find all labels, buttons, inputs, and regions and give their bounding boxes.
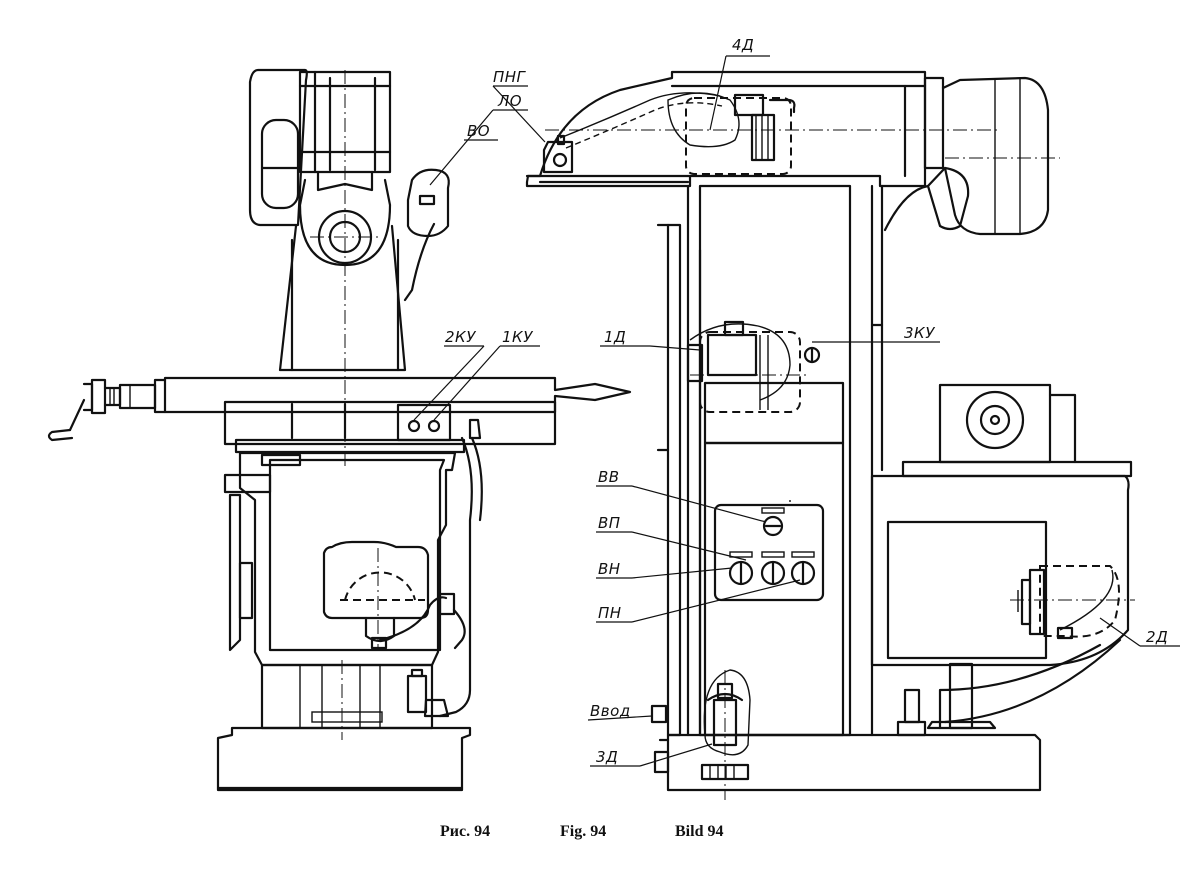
label-lo: ЛО xyxy=(497,92,522,110)
label-pn: ПН xyxy=(598,604,622,622)
label-3ku: 3КУ xyxy=(904,324,935,342)
label-2ku: 2КУ xyxy=(445,328,476,346)
figure-caption: Рис. 94 Fig. 94 Bild 94 xyxy=(440,823,723,840)
caption-en: Fig. 94 xyxy=(560,823,606,840)
callout-labels: ПНГ ЛО ВО 4Д 2КУ 1КУ 1Д 3КУ ВВ ВП ВН ПН … xyxy=(445,36,1168,766)
label-1ku: 1КУ xyxy=(502,328,533,346)
caption-de: Bild 94 xyxy=(675,823,723,840)
label-vp: ВП xyxy=(598,514,621,532)
leader-lines xyxy=(413,55,1180,767)
label-vv: ВВ xyxy=(598,468,620,486)
label-png: ПНГ xyxy=(493,68,527,86)
side-view xyxy=(525,70,1135,800)
label-3d: 3Д xyxy=(596,748,618,766)
caption-ru: Рис. 94 xyxy=(440,823,490,840)
label-4d: 4Д xyxy=(732,36,754,54)
front-view xyxy=(47,68,632,792)
label-vo: ВО xyxy=(467,122,490,140)
label-vvod: Ввод xyxy=(590,702,631,720)
label-1d: 1Д xyxy=(604,328,626,346)
label-vn: ВН xyxy=(598,560,621,578)
label-2d: 2Д xyxy=(1146,628,1168,646)
